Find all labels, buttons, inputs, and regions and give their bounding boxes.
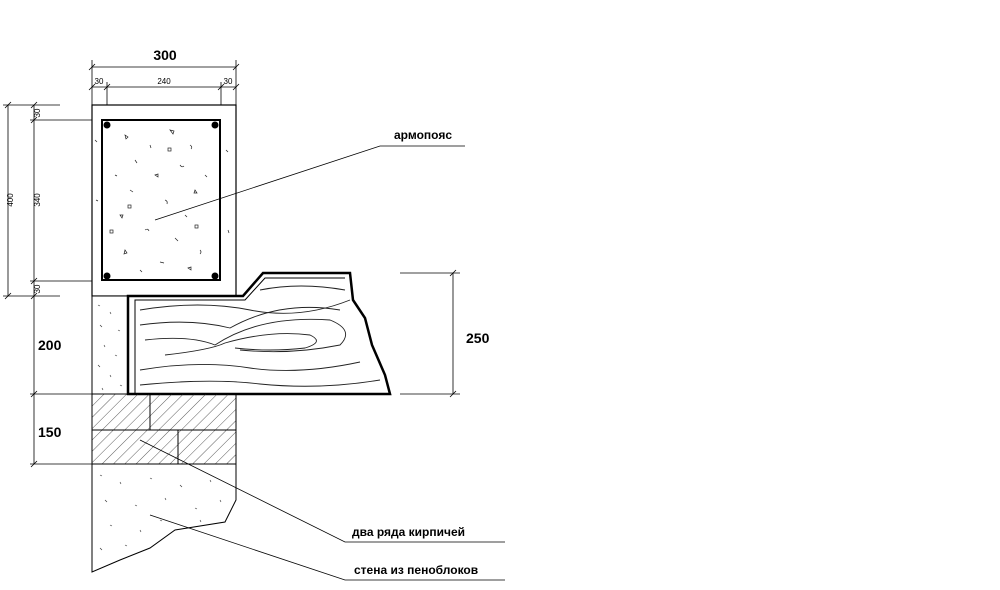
left-dimensions	[3, 101, 92, 468]
top-dimensions	[88, 60, 240, 105]
right-dimension	[400, 269, 460, 398]
dim-beam-height: 250	[466, 330, 490, 346]
dim-width-mid: 240	[157, 77, 171, 86]
wood-grain	[139, 285, 381, 387]
leader-lines	[139, 145, 505, 581]
dim-height-top: 30	[33, 108, 42, 117]
armopoyas-block	[91, 104, 237, 297]
dim-width-right: 30	[224, 77, 233, 86]
concrete-speckles	[94, 129, 230, 273]
dim-height-mid: 340	[33, 193, 42, 207]
foam-block-wall	[91, 463, 237, 573]
dim-total-width: 300	[153, 47, 177, 63]
dim-width-left: 30	[95, 77, 104, 86]
label-foam-block-wall: стена из пеноблоков	[354, 563, 478, 577]
dim-height-gap: 200	[38, 337, 62, 353]
dim-height-bottom: 30	[33, 284, 42, 293]
dim-height-bricks: 150	[38, 424, 62, 440]
label-two-brick-rows: два ряда кирпичей	[352, 525, 465, 539]
brick-rows	[91, 393, 237, 465]
wooden-beam	[126, 271, 392, 396]
label-armopoyas: армопояс	[394, 128, 452, 142]
foam-block-column	[91, 295, 129, 395]
dim-height-total: 400	[6, 193, 15, 207]
